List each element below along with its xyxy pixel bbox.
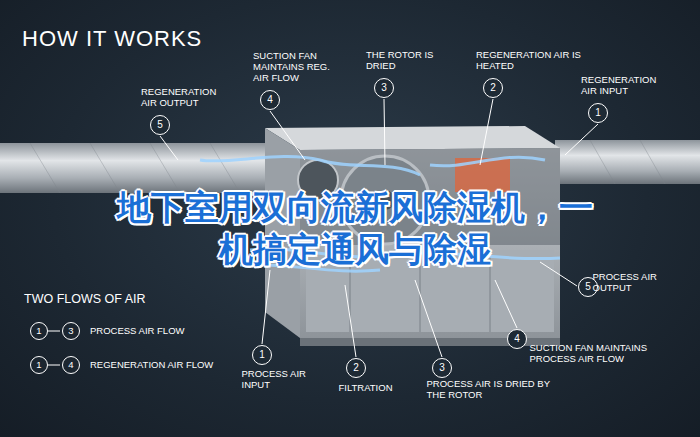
legend-number: 1 [30, 356, 48, 374]
callout-label: FILTRATION [339, 382, 421, 393]
callout-circle: 5REGENERATION AIR OUTPUT [150, 115, 170, 135]
callout-label: REGENERATION AIR IS HEATED [476, 49, 588, 71]
callout-number: 1 [253, 346, 271, 364]
legend-number: 3 [62, 322, 80, 340]
callout-label: PROCESS AIR IS DRIED BY THE ROTOR [427, 378, 565, 400]
callout-number: 1 [589, 104, 607, 122]
legend-text: REGENERATION AIR FLOW [90, 359, 213, 370]
callout-number: 4 [261, 91, 279, 109]
callout-number: 5 [151, 116, 169, 134]
callout-number: 3 [375, 79, 393, 97]
callout-label: PROCESS AIR OUTPUT [593, 271, 675, 293]
callout-circle: 2FILTRATION [346, 358, 366, 378]
legend-title: TWO FLOWS OF AIR [24, 292, 146, 306]
callout-circle: 5PROCESS AIR OUTPUT [578, 277, 598, 297]
callout-circle: 3THE ROTOR IS DRIED [374, 78, 394, 98]
callout-label: THE ROTOR IS DRIED [366, 49, 434, 71]
callout-label: REGENERATION AIR INPUT [581, 74, 667, 96]
callout-circle: 3PROCESS AIR IS DRIED BY THE ROTOR [432, 358, 452, 378]
diagram-title: HOW IT WORKS [22, 26, 202, 52]
callout-label: REGENERATION AIR OUTPUT [141, 86, 227, 108]
callout-label: PROCESS AIR INPUT [242, 368, 324, 390]
callout-label: SUCTION FAN MAINTAINS REG. AIR FLOW [253, 50, 343, 83]
legend-number: 4 [62, 356, 80, 374]
callout-number: 3 [433, 359, 451, 377]
callout-circle: 4SUCTION FAN MAINTAINS REG. AIR FLOW [260, 90, 280, 110]
callout-label: SUCTION FAN MAINTAINS PROCESS AIR FLOW [530, 342, 648, 364]
callout-number: 4 [508, 330, 526, 348]
watermark-text: 地下室用双向流新风除湿机，一机搞定通风与除湿 [105, 186, 605, 270]
callout-circle: 2REGENERATION AIR IS HEATED [483, 78, 503, 98]
legend-number: 1 [30, 322, 48, 340]
callout-number: 2 [347, 359, 365, 377]
callout-circle: 4SUCTION FAN MAINTAINS PROCESS AIR FLOW [507, 329, 527, 349]
legend-text: PROCESS AIR FLOW [90, 325, 185, 336]
callout-number: 2 [484, 79, 502, 97]
callout-circle: 1PROCESS AIR INPUT [252, 345, 272, 365]
callout-circle: 1REGENERATION AIR INPUT [588, 103, 608, 123]
